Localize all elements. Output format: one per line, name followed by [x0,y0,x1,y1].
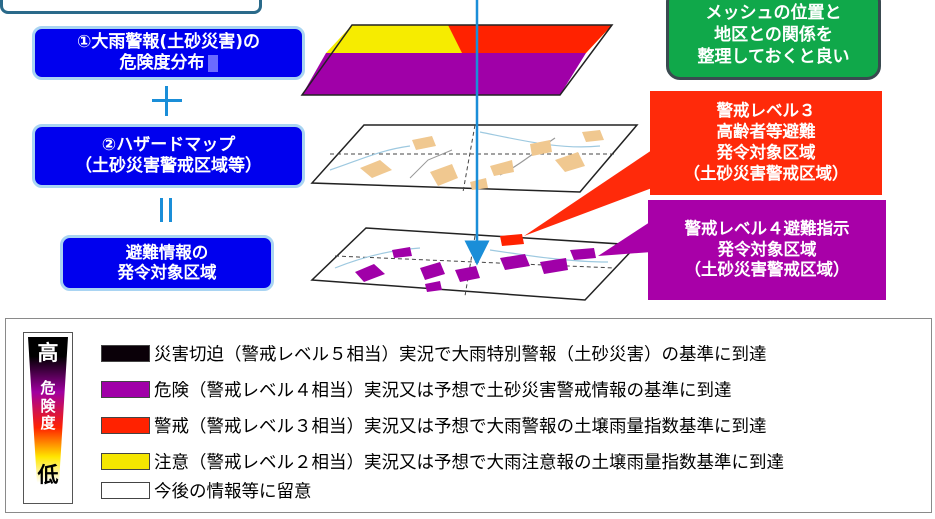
mesh-note-line2: 地区との関係を [714,24,833,45]
evacuation-area-map [310,227,639,301]
level3-line1: 警戒レベル３ [716,101,816,121]
scale-high-label: 高 [37,341,59,365]
level3-line3: 発令対象区域 [716,143,816,162]
legend-row-level2: 注意（警戒レベル２相当）実況又は予想で大雨注意報の土壌雨量指数基準に到達 [101,450,784,473]
hazard-map-line1: ②ハザードマップ [101,135,236,156]
legend-row-level5: 災害切迫（警戒レベル５相当）実況で大雨特別警報（土砂災害）の基準に到達 [101,342,767,365]
legend-text: 注意（警戒レベル２相当）実況又は予想で大雨注意報の土壌雨量指数基準に到達 [154,452,784,473]
level3-pointer [524,150,668,236]
legend-row-level4: 危険（警戒レベル４相当）実況又は予想で土砂災害警戒情報の基準に到達 [101,378,732,401]
legend-row-notice: 今後の情報等に留意 [101,479,312,502]
level4-callout: 警戒レベル４避難指示 発令対象区域 （土砂災害警戒区域） [648,200,886,300]
legend-text: 今後の情報等に留意 [154,481,312,502]
scale-risk-label: 危 険 度 [40,379,56,433]
rain-risk-line1: ①大雨警報(土砂災害)の [77,32,260,53]
legend-row-level3: 警戒（警戒レベル３相当）実況又は予想で大雨警報の土壌雨量指数基準に到達 [101,414,767,437]
evacuation-area-line2: 発令対象区域 [117,263,217,282]
rain-risk-box: ①大雨警報(土砂災害)の 危険度分布 [32,26,305,80]
evacuation-area-box: 避難情報の 発令対象区域 [60,235,274,291]
legend-swatch [101,481,150,499]
legend-text: 災害切迫（警戒レベル５相当）実況で大雨特別警報（土砂災害）の基準に到達 [154,344,767,365]
legend-swatch [101,452,150,470]
scale-low-label: 低 [37,463,59,487]
equals-icon-right-bar [169,198,172,222]
risk-scale-bar: 高 危 険 度 低 [23,332,73,504]
level3-line2: 高齢者等避難 [716,122,816,142]
mesh-note-box: メッシュの位置と 地区との関係を 整理しておくと良い [666,0,881,80]
hazard-map-line2: （土砂災害警戒区域等） [75,156,262,176]
equals-icon-left-bar [160,198,163,222]
legend-text: 警戒（警戒レベル３相当）実況又は予想で大雨警報の土壌雨量指数基準に到達 [154,416,767,437]
layer-maps [300,0,668,301]
legend-swatch [101,344,150,362]
level4-line2: 発令対象区域 [717,239,817,259]
mesh-note-line1: メッシュの位置と [705,2,842,23]
rain-risk-line2: 危険度分布 [120,53,218,74]
hazard-map-layer [310,124,639,193]
level3-line4: （土砂災害警戒区域） [683,163,849,183]
evacuation-area-line1: 避難情報の [125,242,209,262]
level4-line3: （土砂災害警戒区域） [684,260,850,280]
plus-icon [152,86,182,116]
level4-pointer [598,222,652,256]
legend-text: 危険（警戒レベル４相当）実況又は予想で土砂災害警戒情報の基準に到達 [154,380,732,401]
level3-callout: 警戒レベル３ 高齢者等避難 発令対象区域 （土砂災害警戒区域） [650,91,882,195]
risk-legend: 高 危 険 度 低 災害切迫（警戒レベル５相当）実況で大雨特別警報（土砂災害）の… [5,318,932,513]
cropped-top-box [0,0,262,14]
hazard-map-box: ②ハザードマップ （土砂災害警戒区域等） [32,124,305,188]
mesh-note-line3: 整理しておくと良い [697,46,850,67]
risk-distribution-map [300,24,614,96]
legend-swatch [101,416,150,434]
level4-line1: 警戒レベル４避難指示 [684,218,850,238]
legend-swatch [101,380,150,398]
